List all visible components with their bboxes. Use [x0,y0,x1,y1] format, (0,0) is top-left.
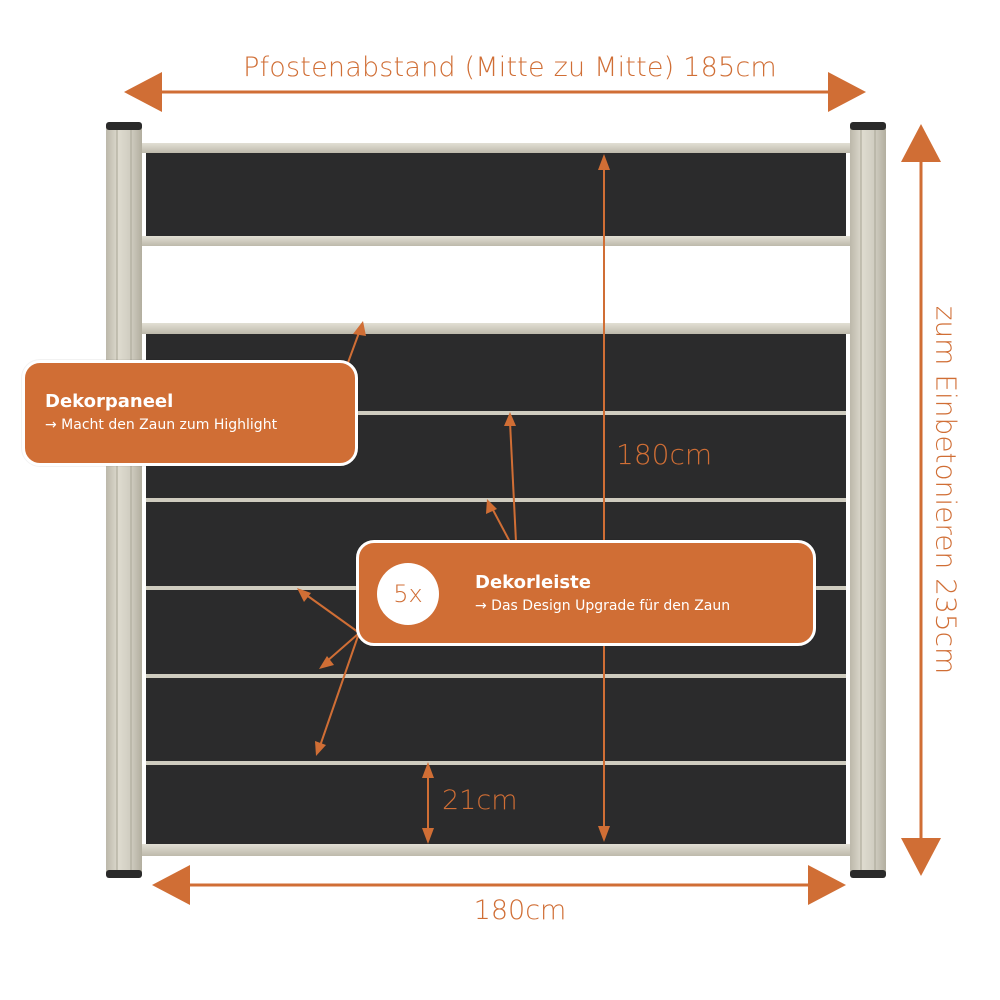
arrow-fence-width [152,865,846,905]
arrow-post-spacing [124,72,866,112]
right-post [850,122,886,878]
dekorleiste-1 [146,411,846,415]
callout-dekorleiste-subtitle: → Das Design Upgrade für den Zaun [475,598,731,614]
total-post-length-label: zum Einbetonieren 235cm [929,305,963,675]
callout-dekorleiste-title: Dekorleiste [475,572,591,593]
quantity-badge: 5x [377,563,439,625]
dekorleiste-4 [146,674,846,678]
arrow-fence-height [598,154,610,842]
callout-dekorleiste: 5x Dekorleiste → Das Design Upgrade für … [356,540,816,646]
post-cap-bottom-left [106,870,142,878]
callout-dekorpaneel: Dekorpaneel → Macht den Zaun zum Highlig… [22,360,358,466]
callout-dekorpaneel-title: Dekorpaneel [45,391,174,412]
post-spacing-label: Pfostenabstand (Mitte zu Mitte) 185cm [243,52,777,83]
post-cap-top-left [106,122,142,130]
fence-height-label: 180cm [612,438,717,471]
post-cap-top-right [850,122,886,130]
fence-width-label: 180cm [473,895,567,926]
dekorleiste-5 [146,761,846,765]
post-cap-bottom-right [850,870,886,878]
bottom-rail [142,844,850,856]
arrow-total-post-length [901,124,941,876]
callout-dekorleiste-text: Dekorleiste → Das Design Upgrade für den… [475,572,730,616]
callout-dekorpaneel-subtitle: → Macht den Zaun zum Highlight [45,417,278,433]
dekorleiste-2 [146,498,846,502]
left-post [106,122,142,878]
board-height-label: 21cm [440,785,520,816]
arrow-board-height [422,762,434,844]
dekorpaneel [142,143,850,246]
top-rail [142,323,850,334]
pointers-dekorleiste [297,412,517,756]
